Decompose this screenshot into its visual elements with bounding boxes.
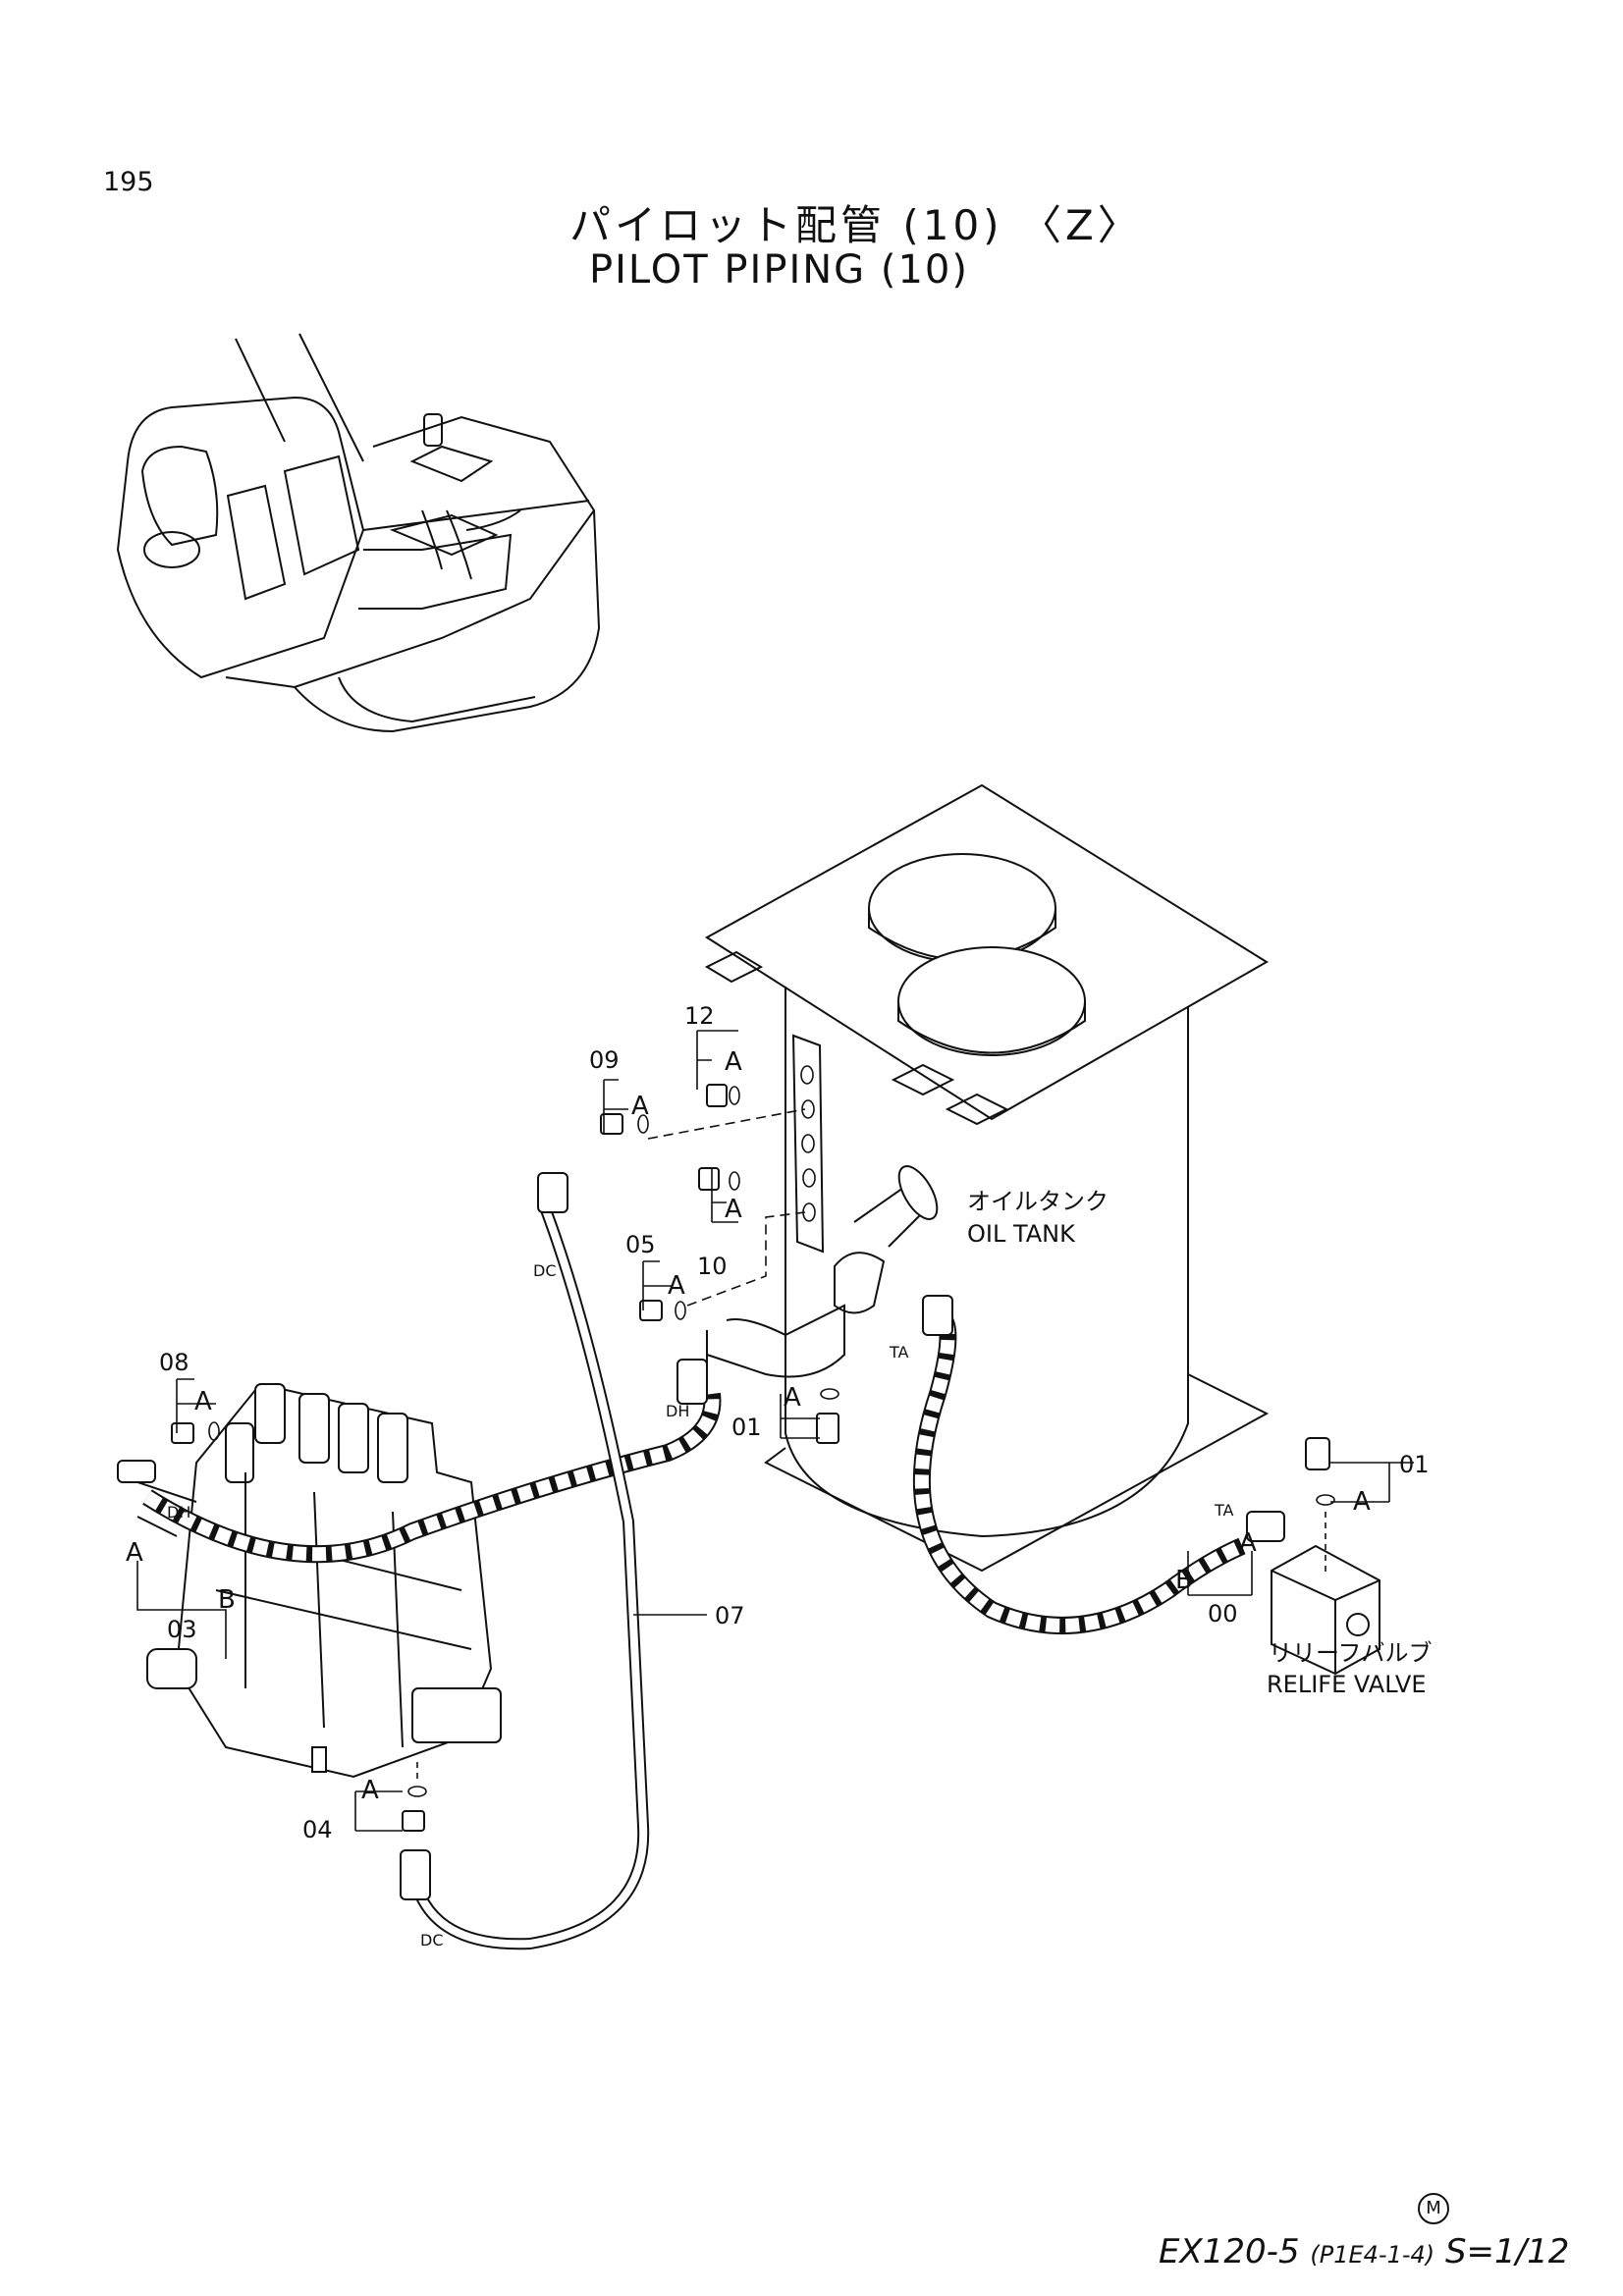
hoses [117,1172,1285,1950]
port-a-10: A [725,1195,742,1224]
port-a-03: A [126,1538,143,1568]
port-a-01-right: A [1353,1487,1371,1517]
title-jp-suffix: 〈Z〉 [1019,201,1143,249]
relief-valve [1271,1512,1380,1676]
callout-00: 00 [1208,1600,1238,1628]
port-b-00: B [1175,1566,1193,1595]
port-dh-valve: DH [167,1503,190,1522]
port-ta-right: TA [1214,1501,1234,1520]
port-a-08: A [194,1387,212,1416]
callout-03: 03 [167,1616,197,1643]
title-jp-text: パイロット配管 (10) [569,201,1003,249]
label-oil-tank-en: OIL TANK [967,1220,1076,1248]
callout-04: 04 [302,1816,333,1843]
page-number: 195 [103,167,154,197]
diagram-labels: オイルタンク OIL TANK リリーフバルブ RELIFE VALVE 12 … [126,1002,1433,1949]
port-a-01-left: A [784,1383,801,1413]
label-relief-valve-jp: リリーフバルブ [1269,1639,1433,1667]
port-a-09: A [631,1092,649,1121]
control-valve [117,1382,502,1779]
callout-08: 08 [159,1349,189,1376]
footer-code: (P1E4-1-4) [1310,2241,1435,2269]
callout-09: 09 [589,1046,620,1074]
port-dc-bottom: DC [420,1931,444,1949]
label-relief-valve-en: RELIFE VALVE [1267,1671,1427,1698]
port-dc-top: DC [533,1261,557,1280]
footer-scale: S=1/12 [1444,2232,1570,2271]
port-a-05: A [668,1271,685,1301]
title-english: PILOT PIPING (10) [589,247,969,293]
excavator-overview [116,333,601,733]
callout-05: 05 [625,1231,656,1258]
label-oil-tank-jp: オイルタンク [967,1188,1109,1215]
port-b-03: B [218,1585,236,1615]
port-a-12: A [725,1047,742,1077]
port-ta-top: TA [889,1343,909,1362]
port-dh-top: DH [666,1402,689,1420]
title-japanese: パイロット配管 (10) 〈Z〉 [569,192,1143,252]
callout-07: 07 [715,1602,745,1629]
callout-12: 12 [684,1002,715,1030]
port-a-04: A [361,1776,379,1805]
callout-01-right: 01 [1399,1451,1430,1478]
manufacturer-mark: M [1418,2193,1449,2224]
port-a-00: A [1239,1528,1257,1558]
callout-10: 10 [697,1253,728,1280]
leader-lines [136,1030,1414,1832]
oil-tank [704,783,1270,1573]
footer-model: EX120-5 [1159,2232,1300,2271]
callout-01-left: 01 [731,1414,762,1441]
footer-reference: EX120-5 (P1E4-1-4) S=1/12 [1159,2232,1569,2271]
